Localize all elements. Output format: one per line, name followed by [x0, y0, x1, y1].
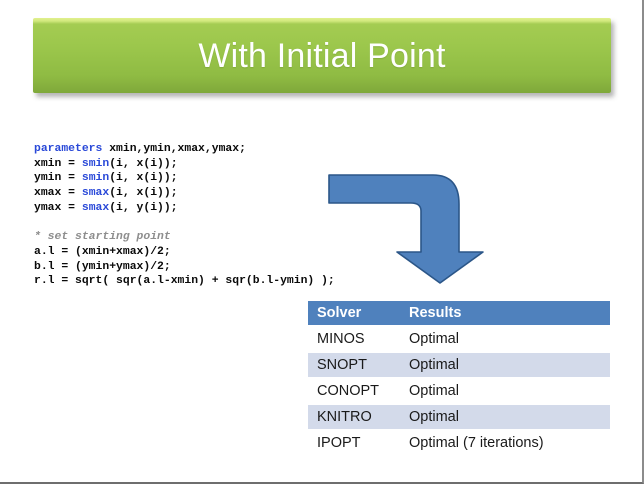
- code-token: parameters: [34, 143, 103, 155]
- code-token: smax: [81, 187, 110, 200]
- code-line: [34, 216, 335, 231]
- code-token: smax: [81, 201, 110, 214]
- code-token: smin: [81, 172, 110, 185]
- code-token: xmax =: [34, 187, 82, 200]
- code-token: (i, x(i));: [109, 157, 178, 170]
- code-listing: parameters xmin,ymin,xmax,ymax;xmin = sm…: [34, 142, 335, 289]
- code-token: ymax =: [34, 201, 82, 214]
- cell-results: Optimal: [400, 352, 610, 379]
- code-token: xmin,ymin,xmax,ymax;: [102, 143, 246, 155]
- cell-solver: SNOPT: [308, 352, 400, 379]
- code-token: (i, y(i));: [109, 201, 178, 214]
- code-token: r.l = sqrt( sqr(a.l-xmin) + sqr(b.l-ymin…: [34, 275, 335, 288]
- code-token: smin: [81, 157, 110, 170]
- cell-results: Optimal: [400, 326, 610, 353]
- title-banner: With Initial Point: [33, 18, 611, 93]
- cell-solver: CONOPT: [308, 378, 400, 405]
- column-header-results: Results: [400, 301, 610, 327]
- cell-results: Optimal: [400, 378, 610, 405]
- cell-solver: MINOS: [308, 326, 400, 353]
- code-line: b.l = (ymin+ymax)/2;: [34, 260, 335, 275]
- code-token: ymin =: [34, 172, 82, 185]
- code-line: r.l = sqrt( sqr(a.l-xmin) + sqr(b.l-ymin…: [34, 274, 335, 289]
- cell-solver: KNITRO: [308, 404, 400, 431]
- column-header-solver: Solver: [308, 301, 400, 327]
- cell-results: Optimal: [400, 404, 610, 431]
- cell-results: Optimal (7 iterations): [400, 430, 610, 457]
- page-title: With Initial Point: [198, 36, 446, 75]
- table-header-row: Solver Results: [308, 301, 610, 327]
- code-line: xmin = smin(i, x(i));: [34, 157, 335, 172]
- code-token: b.l = (ymin+ymax)/2;: [34, 260, 171, 273]
- code-token: (i, x(i));: [109, 172, 178, 185]
- code-token: a.l = (xmin+xmax)/2;: [34, 245, 171, 258]
- code-line: ymax = smax(i, y(i));: [34, 201, 335, 216]
- cell-solver: IPOPT: [308, 430, 400, 457]
- code-token: (i, x(i));: [109, 187, 178, 200]
- code-line: xmax = smax(i, x(i));: [34, 186, 335, 201]
- code-token: xmin =: [34, 157, 82, 170]
- code-line: parameters xmin,ymin,xmax,ymax;: [34, 142, 335, 157]
- code-line: ymin = smin(i, x(i));: [34, 171, 335, 186]
- bent-arrow-down-icon: [326, 170, 488, 286]
- code-line: a.l = (xmin+xmax)/2;: [34, 245, 335, 260]
- code-token: * set starting point: [34, 231, 171, 244]
- code-line: * set starting point: [34, 230, 335, 245]
